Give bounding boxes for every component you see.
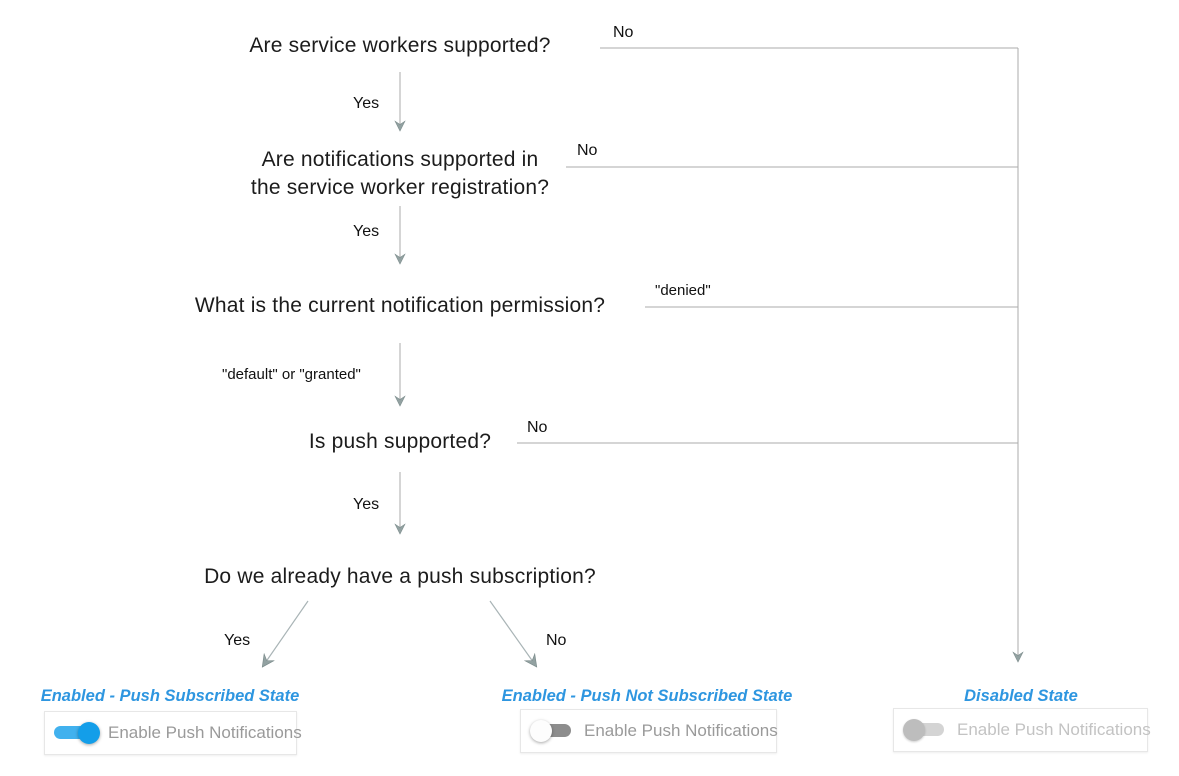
- question-notifications-supported: Are notifications supported in the servi…: [250, 148, 550, 199]
- edge-label-q2-yes: Yes: [353, 223, 380, 240]
- push-toggle-disabled: [903, 718, 951, 742]
- card-push-subscribed: Enable Push Notifications: [44, 711, 302, 755]
- question-service-workers-supported: Are service workers supported?: [249, 34, 551, 57]
- edge-q5-yes-line: [263, 600, 309, 666]
- toggle-label: Enable Push Notifications: [957, 720, 1151, 739]
- toggle-label: Enable Push Notifications: [584, 721, 778, 740]
- edge-label-q4-no: No: [527, 419, 548, 436]
- edge-label-q1-no: No: [613, 24, 634, 41]
- toggle-label: Enable Push Notifications: [108, 723, 302, 742]
- state-label-disabled: Disabled State: [964, 687, 1078, 705]
- edge-label-q1-yes: Yes: [353, 95, 380, 112]
- edge-label-q5-yes: Yes: [224, 632, 251, 649]
- edge-label-q5-no: No: [546, 632, 567, 649]
- question-push-supported: Is push supported?: [308, 430, 492, 453]
- push-toggle-on[interactable]: [54, 721, 102, 745]
- edge-label-q4-yes: Yes: [353, 496, 380, 513]
- push-toggle-off[interactable]: [530, 719, 578, 743]
- card-disabled: Enable Push Notifications: [893, 708, 1151, 752]
- edge-label-q2-no: No: [577, 142, 598, 159]
- state-label-push-not-subscribed: Enabled - Push Not Subscribed State: [501, 687, 793, 705]
- edge-q5-no-line: [489, 600, 536, 666]
- state-label-push-subscribed: Enabled - Push Subscribed State: [40, 687, 300, 705]
- question-push-subscription: Do we already have a push subscription?: [204, 565, 596, 588]
- toggle-thumb: [530, 720, 552, 742]
- card-push-not-subscribed: Enable Push Notifications: [520, 709, 778, 753]
- toggle-thumb: [78, 722, 100, 744]
- toggle-thumb: [903, 719, 925, 741]
- edge-label-q3-no: "denied": [655, 282, 711, 299]
- question-notification-permission: What is the current notification permiss…: [194, 294, 606, 317]
- edge-label-q3-yes: "default" or "granted": [222, 366, 361, 383]
